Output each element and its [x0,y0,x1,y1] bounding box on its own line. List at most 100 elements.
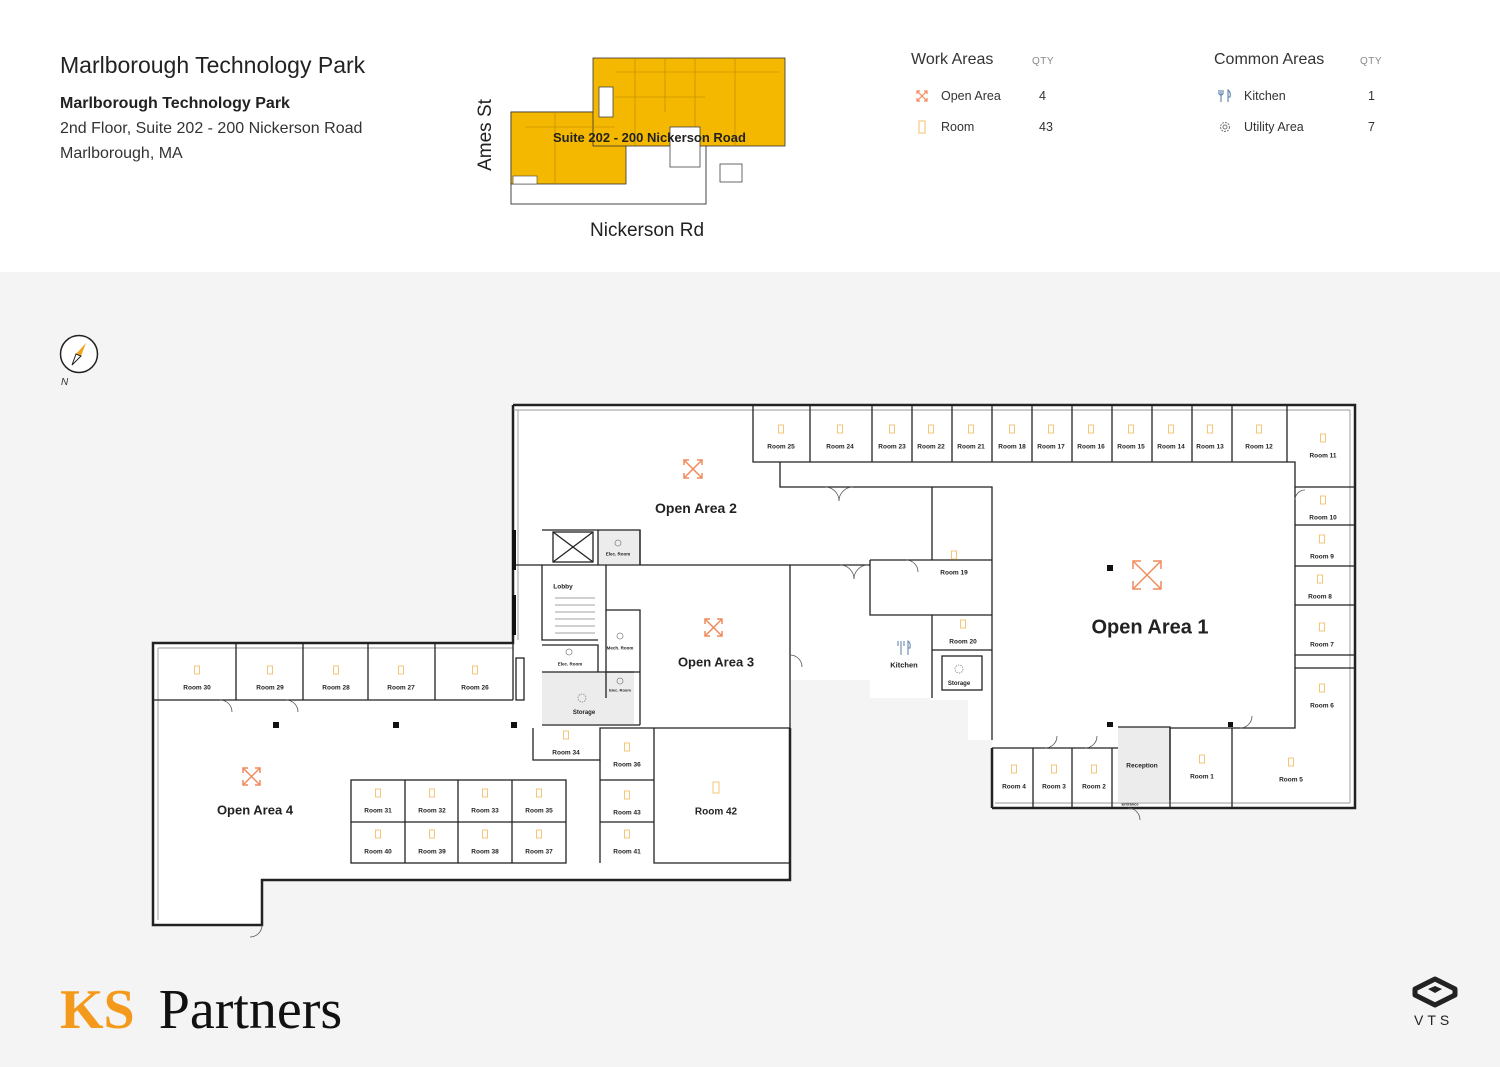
room-label: Room 15 [1117,443,1145,451]
room-label: Room 32 [418,807,446,815]
room-label: Room 28 [322,684,350,692]
room-label: Room 14 [1157,443,1185,451]
door-icon [1199,754,1205,764]
brand-partners: Partners [158,979,343,1041]
common-area-label: Storage [947,681,971,687]
room-label: Room 19 [940,569,968,577]
room-label: Room 39 [418,848,446,856]
room-label: Room 8 [1308,593,1332,601]
common-area-label: Elec. Room [557,661,583,667]
door-icon [1288,757,1294,767]
legend-kitchen-qty: 1 [1368,89,1375,103]
door-icon [918,120,926,134]
open-area-label: Open Area 3 [677,654,755,670]
address-line-1: 2nd Floor, Suite 202 - 200 Nickerson Roa… [60,120,363,137]
common-area-label: Mech. Room [606,645,634,651]
room-label: Room 35 [525,807,553,815]
address-line-2: Marlborough, MA [60,145,183,162]
legend-utility-label: Utility Area [1244,120,1304,134]
door-icon [712,781,720,794]
room-label: Room 27 [387,684,415,692]
door-icon [536,788,542,798]
room-label: Room 23 [878,443,906,451]
room-label: Room 13 [1196,443,1224,451]
room-label: Room 34 [552,749,580,757]
door-icon [1317,574,1323,584]
key-plan [510,57,786,205]
door-icon [1319,534,1325,544]
room-label: Room 40 [364,848,392,856]
door-icon [429,788,435,798]
legend-open-area-qty: 4 [1039,89,1046,103]
room-label: Room 42 [694,806,738,818]
door-icon [624,829,630,839]
door-icon [1009,424,1015,434]
room-label: Room 1 [1190,773,1214,781]
room-label: Room 7 [1310,641,1334,649]
common-area-label: Elec. Room [605,551,631,557]
room-label: Room 9 [1310,553,1334,561]
vts-logo-icon [1412,976,1458,1008]
door-icon [1168,424,1174,434]
work-areas-qty-heading: QTY [1032,56,1055,67]
legend-utility-qty: 7 [1368,120,1375,134]
door-icon [1207,424,1213,434]
door-icon [624,742,630,752]
door-icon [951,550,957,560]
work-areas-heading: Work Areas [911,51,994,68]
door-icon [928,424,934,434]
room-label: Room 16 [1077,443,1105,451]
door-icon [536,829,542,839]
compass-icon [59,334,99,374]
room-label: Room 29 [256,684,284,692]
door-icon [1319,683,1325,693]
door-icon [1319,622,1325,632]
door-icon [624,790,630,800]
door-icon [1128,424,1134,434]
door-icon [1088,424,1094,434]
gear-icon [1220,122,1230,132]
common-area-label: Entrance [1121,801,1139,807]
common-area-label: Elec. Room [609,687,631,693]
door-icon [375,788,381,798]
door-icon [889,424,895,434]
door-icon [375,829,381,839]
vts-label: VTS [1414,1012,1454,1028]
common-areas-qty-heading: QTY [1360,56,1383,67]
room-label: Room 26 [461,684,489,692]
door-icon [194,665,200,675]
room-label: Room 41 [613,848,641,856]
door-icon [472,665,478,675]
room-label: Room 38 [471,848,499,856]
door-icon [968,424,974,434]
room-label: Room 18 [998,443,1026,451]
door-icon [398,665,404,675]
open-area-label: Open Area 4 [216,802,294,818]
building-name: Marlborough Technology Park [60,95,290,112]
room-label: Room 24 [826,443,854,451]
common-areas-heading: Common Areas [1214,51,1325,68]
room-label: Room 3 [1042,783,1066,791]
door-icon [1320,495,1326,505]
common-area-label: Storage [572,710,596,716]
fork-knife-icon [897,640,911,655]
room-label: Room 30 [183,684,211,692]
expand-arrows-icon [916,90,928,102]
street-west-label: Ames St [475,99,496,171]
legend-room-label: Room [941,120,975,134]
room-label: Room 25 [767,443,795,451]
door-icon [1256,424,1262,434]
door-icon [960,619,966,629]
door-icon [333,665,339,675]
room-label: Room 37 [525,848,553,856]
street-south-label: Nickerson Rd [590,220,705,241]
door-icon [1051,764,1057,774]
room-label: Room 10 [1309,514,1337,522]
room-label: Room 17 [1037,443,1065,451]
common-area-label: Reception [1126,762,1158,770]
door-icon [837,424,843,434]
room-label: Room 12 [1245,443,1273,451]
room-label: Room 2 [1082,783,1106,791]
open-area-label: Open Area 2 [655,500,737,516]
